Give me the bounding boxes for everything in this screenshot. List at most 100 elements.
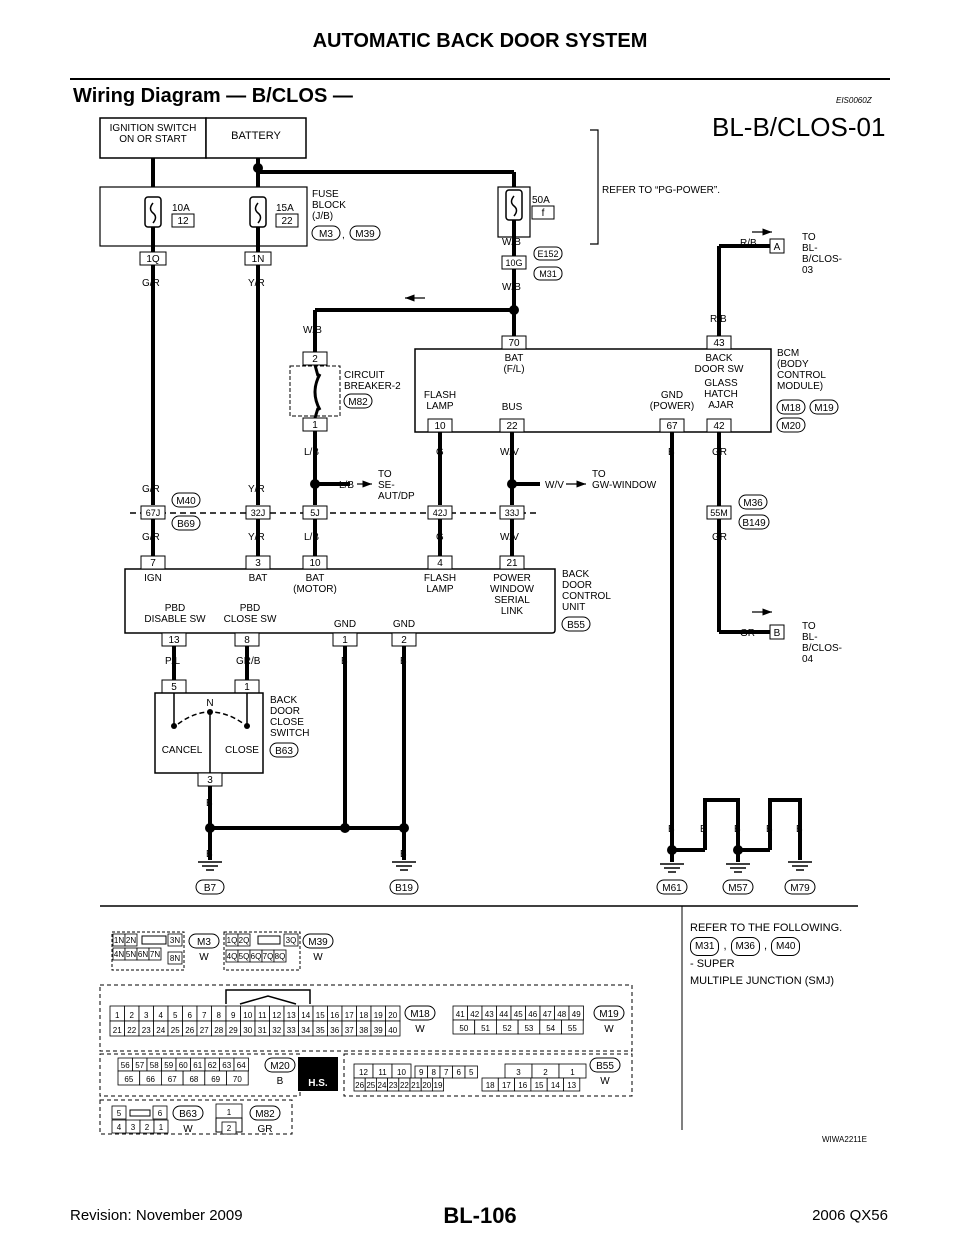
m20-pin-label: 57 — [135, 1061, 144, 1070]
svg-text:M82: M82 — [348, 397, 368, 408]
m39-pin-label: 4Q — [227, 952, 238, 961]
svg-text:B69: B69 — [177, 519, 195, 530]
ground-icon — [198, 861, 222, 871]
m18-pin-label: 31 — [258, 1026, 267, 1035]
section-code: EIS0060Z — [836, 96, 872, 105]
b55-pin-label: 12 — [359, 1068, 368, 1077]
b55-pin-label: 26 — [355, 1081, 364, 1090]
fuse1-no: 12 — [177, 216, 189, 227]
m20-pin-label: 59 — [164, 1061, 173, 1070]
bcm-pin: 70 — [508, 338, 520, 349]
wire-label: L/B — [304, 532, 319, 543]
b55-pin-label: 14 — [551, 1081, 560, 1090]
m39-pin-label: 6Q — [251, 952, 262, 961]
bdcu-pin: 4 — [437, 558, 443, 569]
b63-group — [99, 1099, 293, 1135]
b55-pin-label: 25 — [366, 1081, 375, 1090]
switch-cancel: CANCEL — [162, 745, 203, 756]
m20-pin-label: 70 — [233, 1075, 242, 1084]
footer-revision: Revision: November 2009 — [70, 1207, 243, 1224]
b63-pin — [152, 1105, 168, 1120]
b63-pin-label: 2 — [145, 1123, 150, 1132]
b55-pin-label: 23 — [389, 1081, 398, 1090]
m18-pin-label: 39 — [374, 1026, 383, 1035]
b55-pin-label: 19 — [434, 1081, 443, 1090]
svg-text:B19: B19 — [395, 883, 413, 894]
ground-icon — [788, 861, 812, 871]
m20-pin-label: 62 — [208, 1061, 217, 1070]
ground-icon — [392, 861, 416, 871]
b63-pin-label: 4 — [117, 1123, 122, 1132]
m19-pin-label: 45 — [514, 1010, 523, 1019]
m20-pin-label: 65 — [124, 1075, 133, 1084]
footer-page: BL-106 — [443, 1203, 517, 1228]
m18-badge-label: M18 — [410, 1009, 430, 1020]
svg-text:B7: B7 — [204, 883, 217, 894]
m19-pin-label: 42 — [470, 1010, 479, 1019]
m18-pin-label: 32 — [272, 1026, 281, 1035]
wire-label: Y/R — [248, 484, 265, 495]
m18-pin-label: 15 — [316, 1011, 325, 1020]
svg-text:M39: M39 — [355, 229, 375, 240]
bcm-pin: 22 — [506, 421, 518, 432]
bdcu-pin: 10 — [309, 558, 321, 569]
m19-pin-label: 54 — [546, 1024, 555, 1033]
fuse2-no: 22 — [281, 216, 293, 227]
svg-text:B149: B149 — [742, 518, 766, 529]
m18-pin-label: 37 — [345, 1026, 354, 1035]
m20-pin-label: 63 — [222, 1061, 231, 1070]
bdcu-box — [124, 568, 556, 634]
m18-pin-label: 36 — [330, 1026, 339, 1035]
bcm-pin: 67 — [666, 421, 678, 432]
switch-n: N — [206, 698, 213, 709]
b55-badge-color: W — [600, 1076, 610, 1087]
b63-pin-label: 5 — [117, 1109, 122, 1118]
junction-pin: 67J — [146, 508, 161, 518]
m20-pin-label: 64 — [237, 1061, 246, 1070]
bdcu-pin: 8 — [244, 635, 250, 646]
m18-pin-label: 20 — [388, 1011, 397, 1020]
wire-label: R/B — [710, 314, 727, 325]
wire-label: B — [400, 849, 407, 860]
m39-pin — [283, 933, 299, 947]
svg-text:M79: M79 — [790, 883, 810, 894]
b55-pin-label: 20 — [422, 1081, 431, 1090]
conn-b149: B149 — [738, 514, 770, 530]
m19-pin-label: 48 — [557, 1010, 566, 1019]
b63-badge-label: B63 — [179, 1109, 197, 1120]
m18-pin-label: 26 — [185, 1026, 194, 1035]
m18-pin-label: 7 — [202, 1011, 207, 1020]
m18-pin-label: 28 — [214, 1026, 223, 1035]
fuse-50a — [505, 189, 523, 221]
ground-m79: M79 — [784, 879, 816, 895]
m3-badge — [188, 933, 220, 949]
m18-pin-label: 27 — [200, 1026, 209, 1035]
m19-badge — [593, 1005, 625, 1021]
wire-label: GR — [740, 628, 755, 639]
refer-conns: M31, M36, M40 — [690, 937, 880, 956]
b55-pin-label: 11 — [378, 1068, 387, 1077]
b63-badge — [172, 1105, 204, 1121]
bcm-box — [414, 348, 772, 433]
junction-pin: 33J — [505, 508, 520, 518]
m18-pin-label: 17 — [345, 1011, 354, 1020]
wire-label: B — [700, 824, 707, 835]
wire-label: L/B — [304, 447, 319, 458]
wire-label: B — [668, 447, 675, 458]
m18-pin-label: 16 — [330, 1011, 339, 1020]
ground-m61: M61 — [656, 879, 688, 895]
m19-pin-label: 49 — [572, 1010, 581, 1019]
m19-pin-label: 52 — [503, 1024, 512, 1033]
b55-badge-label: B55 — [596, 1061, 614, 1072]
m39-pin-label: 7Q — [263, 952, 274, 961]
fuse-15a — [249, 196, 267, 255]
m18-pin-label: 12 — [272, 1011, 281, 1020]
wire-label: B — [400, 656, 407, 667]
m18-pin-label: 33 — [287, 1026, 296, 1035]
